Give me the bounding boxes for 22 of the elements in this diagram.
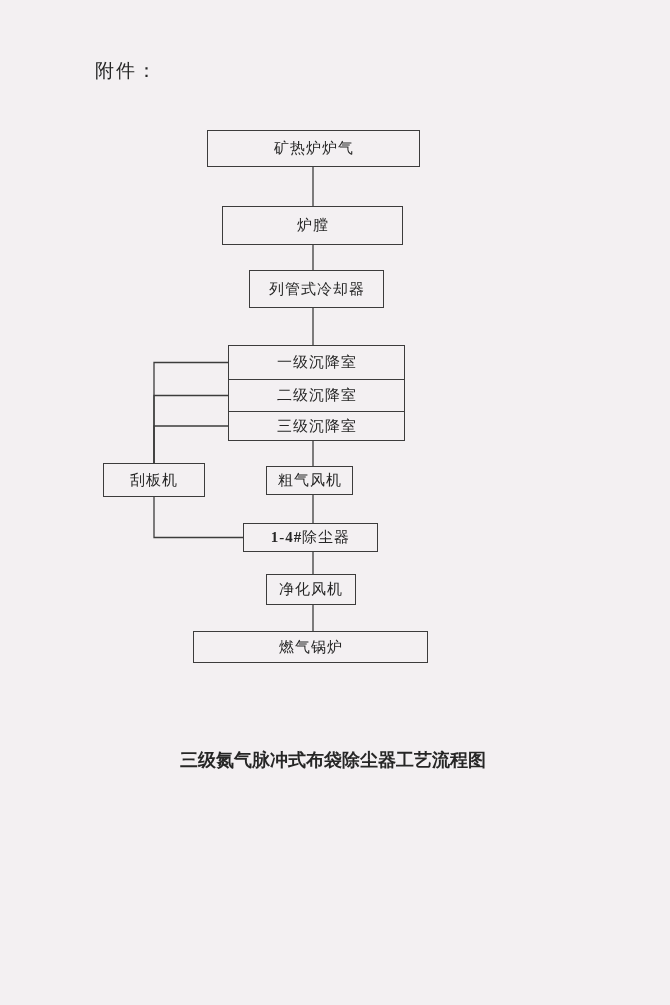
connector-line	[312, 166, 314, 207]
process-box: 二级沉降室	[228, 379, 405, 412]
connector-line	[312, 440, 314, 467]
diagram-caption: 三级氮气脉冲式布袋除尘器工艺流程图	[180, 749, 486, 772]
process-box: 净化风机	[266, 574, 356, 605]
process-box: 矿热炉炉气	[207, 130, 420, 167]
process-box: 刮板机	[103, 463, 205, 497]
process-box: 1-4#除尘器	[243, 523, 378, 552]
heading-note: 附件：	[95, 59, 158, 83]
process-box: 一级沉降室	[228, 345, 405, 380]
connector-line	[312, 494, 314, 524]
process-box: 粗气风机	[266, 466, 353, 495]
process-box: 燃气锅炉	[193, 631, 428, 663]
connector-line	[312, 604, 314, 632]
process-box: 三级沉降室	[228, 411, 405, 441]
connector-line	[312, 551, 314, 575]
connector-line	[153, 425, 229, 464]
process-box: 炉膛	[222, 206, 403, 245]
connector-line	[153, 496, 244, 539]
connector-line	[312, 307, 314, 346]
process-box: 列管式冷却器	[249, 270, 384, 308]
connector-line	[312, 244, 314, 271]
